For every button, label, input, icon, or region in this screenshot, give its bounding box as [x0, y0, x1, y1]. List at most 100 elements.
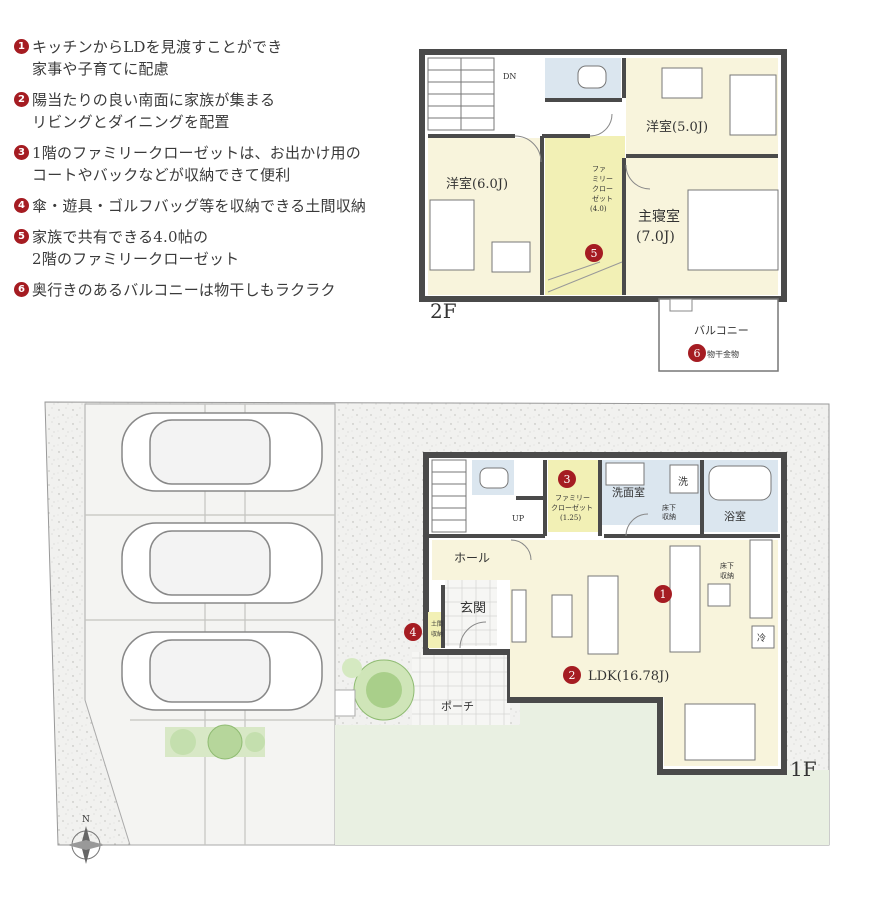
- floor-2-label: 2F: [430, 299, 457, 323]
- point-text: 家族で共有できる4.0帖の 2階のファミリークローゼット: [32, 226, 239, 270]
- wash-label: 洗: [678, 476, 688, 488]
- entrance-label: 玄関: [460, 601, 486, 616]
- porch-label: ポーチ: [441, 700, 474, 713]
- point-text-line: 2階のファミリークローゼット: [32, 250, 240, 268]
- car-icon-1: [121, 412, 323, 492]
- hall-label: ホール: [454, 551, 490, 565]
- underfloor-b-label: 床下 収納: [720, 561, 734, 580]
- closet-2f-label: ファ ミリー クロー ゼット (4.0): [590, 165, 613, 213]
- fridge-label: 冷: [757, 632, 766, 644]
- kitchen-back-storage: [749, 539, 773, 619]
- room-label-master-2: (7.0J): [636, 229, 675, 245]
- point-text-line: 陽当たりの良い南面に家族が集まる: [32, 91, 276, 109]
- porch-tiles: [412, 652, 510, 725]
- svg-text:床下: 床下: [720, 561, 734, 570]
- car-icon-3: [121, 631, 323, 711]
- svg-text:収納: 収納: [431, 630, 443, 638]
- point-number-badge: 6: [14, 282, 29, 297]
- svg-text:ファミリー: ファミリー: [555, 494, 590, 502]
- staircase-1f: [431, 459, 467, 533]
- point-text: 奥行きのあるバルコニーは物干しもラクラク: [32, 279, 336, 301]
- kitchen-counter: [669, 545, 701, 653]
- svg-text:ファ: ファ: [592, 165, 606, 173]
- point-text-line: 傘・遊具・ゴルフバッグ等を収納できる土間収納: [32, 197, 367, 215]
- badge-2: [563, 666, 581, 684]
- point-text-line: 家族で共有できる4.0帖の: [32, 228, 209, 246]
- badge-6: [688, 344, 706, 362]
- tv-stand: [511, 589, 527, 643]
- site-plan-1f: UP ホール 玄関 ポーチ ファミリー クローゼット (1.25) 洗面室 洗 …: [44, 401, 830, 864]
- svg-text:4: 4: [410, 626, 417, 639]
- lawn: [335, 700, 829, 845]
- point-number-badge: 3: [14, 145, 29, 160]
- staircase-2f: [427, 57, 495, 131]
- point-text: 1階のファミリークローゼットは、お出かけ用のコートやバックなどが収納できて便利: [32, 142, 361, 186]
- wash-basin: [605, 462, 645, 486]
- point-number-badge: 2: [14, 92, 29, 107]
- ldk-label: LDK(16.78J): [588, 669, 669, 684]
- low-table: [551, 594, 573, 638]
- point-text-line: 奥行きのあるバルコニーは物干しもラクラク: [32, 281, 336, 299]
- svg-text:1: 1: [660, 588, 667, 601]
- point-number-badge: 5: [14, 229, 29, 244]
- svg-text:ミリー: ミリー: [592, 175, 613, 183]
- badge-4: [404, 623, 422, 641]
- washing-machine: [669, 464, 699, 494]
- svg-text:床下: 床下: [662, 503, 676, 512]
- point-text-line: キッチンからLDを見渡すことができ: [32, 38, 283, 56]
- badge-3: [558, 470, 576, 488]
- svg-text:土間: 土間: [431, 620, 443, 628]
- svg-text:収納: 収納: [720, 571, 734, 580]
- family-closet-1f: [548, 460, 598, 532]
- svg-text:3: 3: [564, 473, 571, 486]
- floor-2-plan: DN 洋室(6.0J) 洋室(5.0J) 主寝室 (7.0J) ファ ミリー ク…: [419, 49, 787, 372]
- sofa: [587, 575, 619, 655]
- underfloor-storage-box: [707, 583, 731, 607]
- doma-label: 土間 収納: [431, 620, 443, 638]
- svg-text:(1.25): (1.25): [560, 514, 581, 522]
- svg-text:(4.0): (4.0): [590, 205, 607, 213]
- point-text: キッチンからLDを見渡すことができ家事や子育てに配慮: [32, 36, 282, 80]
- bathtub: [708, 465, 772, 501]
- entrance-tiles: [445, 580, 497, 646]
- room-label-western-6: 洋室(6.0J): [446, 176, 508, 192]
- underfloor-a-label: 床下 収納: [662, 503, 676, 521]
- point-text-line: リビングとダイニングを配置: [32, 113, 230, 131]
- north-compass-icon: N: [67, 815, 105, 864]
- point-number-badge: 4: [14, 198, 29, 213]
- doma-storage: [428, 612, 443, 648]
- dining-table: [684, 703, 756, 761]
- hall-area: [432, 540, 510, 580]
- parking-area: [84, 403, 336, 846]
- svg-text:2: 2: [569, 669, 576, 682]
- washroom-label: 洗面室: [612, 485, 645, 499]
- svg-text:クローゼット: クローゼット: [551, 503, 593, 512]
- floor-1-label: 1F: [790, 757, 817, 781]
- balcony-label: バルコニー: [694, 324, 749, 337]
- family-closet-2f: [545, 136, 625, 295]
- svg-text:N: N: [82, 815, 90, 825]
- room-label-western-5: 洋室(5.0J): [646, 119, 708, 135]
- up-label: UP: [512, 514, 525, 523]
- hanger-label: 物干金物: [707, 349, 739, 359]
- closet-1f-label: ファミリー クローゼット (1.25): [551, 494, 593, 522]
- svg-text:5: 5: [591, 247, 598, 260]
- svg-text:収納: 収納: [662, 512, 676, 521]
- point-text: 陽当たりの良い南面に家族が集まるリビングとダイニングを配置: [32, 89, 275, 133]
- room-label-master-1: 主寝室: [638, 208, 680, 225]
- point-text: 傘・遊具・ゴルフバッグ等を収納できる土間収納: [32, 195, 366, 217]
- toilet-1f-bowl: [479, 467, 509, 489]
- dn-label: DN: [503, 72, 516, 81]
- badge-1: [654, 585, 672, 603]
- point-number-badge: 1: [14, 39, 29, 54]
- badge-5: [585, 244, 603, 262]
- fridge: [751, 625, 775, 649]
